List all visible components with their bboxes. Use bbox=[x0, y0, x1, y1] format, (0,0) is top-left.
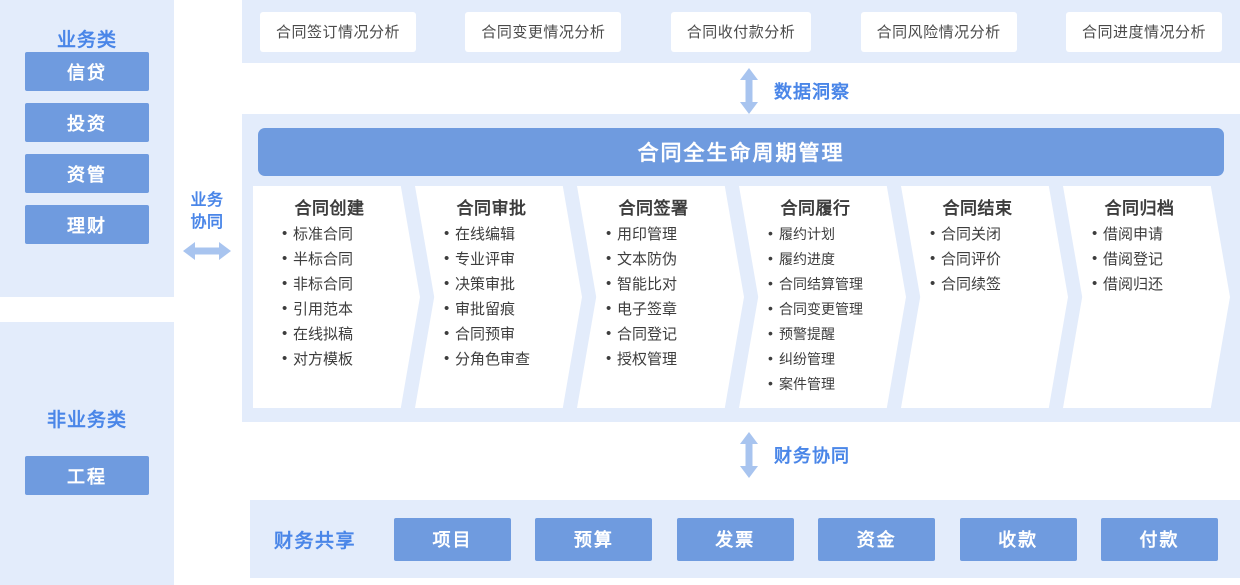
stage-item[interactable]: 分角色审查 bbox=[444, 346, 572, 372]
finance-button-receipts[interactable]: 收款 bbox=[959, 517, 1077, 561]
finance-shared-panel: 财务共享 项目 预算 发票 资金 收款 付款 bbox=[250, 500, 1240, 578]
double-arrow-vertical-icon bbox=[740, 68, 758, 114]
finance-button-project[interactable]: 项目 bbox=[394, 517, 512, 561]
stage-item[interactable]: 在线编辑 bbox=[444, 221, 572, 247]
stage-item[interactable]: 借阅登记 bbox=[1092, 246, 1220, 272]
data-insight-connector: 数据洞察 bbox=[738, 68, 850, 114]
stage-item[interactable]: 合同结算管理 bbox=[768, 271, 896, 297]
finance-shared-title: 财务共享 bbox=[274, 530, 357, 552]
stage-contract-archiving[interactable]: 合同归档 借阅申请 借阅登记 借阅归还 bbox=[1063, 186, 1230, 408]
stage-item[interactable]: 履约计划 bbox=[768, 221, 896, 247]
analysis-button-progress[interactable]: 合同进度情况分析 bbox=[1065, 11, 1222, 52]
sidebar-business-panel: 业务类 信贷 投资 资管 理财 bbox=[0, 0, 174, 297]
finance-button-invoice[interactable]: 发票 bbox=[676, 517, 794, 561]
stage-item[interactable]: 合同续签 bbox=[930, 271, 1058, 297]
stage-title: 合同归档 bbox=[1104, 199, 1175, 218]
stage-item[interactable]: 预警提醒 bbox=[768, 321, 896, 347]
stage-item-list: 在线编辑 专业评审 决策审批 审批留痕 合同预审 分角色审查 bbox=[415, 221, 582, 372]
stage-item[interactable]: 授权管理 bbox=[606, 346, 734, 372]
sidebar-item-credit[interactable]: 信贷 bbox=[25, 52, 149, 91]
stage-item[interactable]: 纠纷管理 bbox=[768, 346, 896, 372]
stage-item-list: 合同关闭 合同评价 合同续签 bbox=[901, 221, 1068, 297]
stage-item[interactable]: 合同评价 bbox=[930, 246, 1058, 272]
stage-item[interactable]: 借阅归还 bbox=[1092, 271, 1220, 297]
stage-item[interactable]: 对方模板 bbox=[282, 346, 410, 372]
stage-contract-approval[interactable]: 合同审批 在线编辑 专业评审 决策审批 审批留痕 合同预审 分角色审查 bbox=[415, 186, 582, 408]
sidebar-item-investment[interactable]: 投资 bbox=[25, 103, 149, 142]
stage-contract-performance[interactable]: 合同履行 履约计划 履约进度 合同结算管理 合同变更管理 预警提醒 纠纷管理 案… bbox=[739, 186, 906, 408]
stage-item-list: 标准合同 半标合同 非标合同 引用范本 在线拟稿 对方模板 bbox=[253, 221, 420, 372]
finance-button-payments[interactable]: 付款 bbox=[1100, 517, 1218, 561]
sidebar-item-asset-mgmt[interactable]: 资管 bbox=[25, 154, 149, 193]
stage-item[interactable]: 合同变更管理 bbox=[768, 296, 896, 322]
stage-item[interactable]: 在线拟稿 bbox=[282, 321, 410, 347]
lifecycle-header: 合同全生命周期管理 bbox=[258, 128, 1224, 176]
business-collaboration-label-line2: 协同 bbox=[190, 214, 224, 231]
finance-button-budget[interactable]: 预算 bbox=[535, 517, 653, 561]
double-arrow-vertical-icon bbox=[740, 432, 758, 478]
stage-item[interactable]: 合同登记 bbox=[606, 321, 734, 347]
analysis-toolbar: 合同签订情况分析 合同变更情况分析 合同收付款分析 合同风险情况分析 合同进度情… bbox=[242, 0, 1240, 63]
stage-item[interactable]: 合同预审 bbox=[444, 321, 572, 347]
sidebar-non-business-panel: 非业务类 工程 bbox=[0, 322, 174, 585]
finance-collaboration-connector: 财务协同 bbox=[738, 432, 850, 478]
stage-title: 合同履行 bbox=[780, 199, 851, 218]
sidebar-non-business-title: 非业务类 bbox=[46, 410, 127, 431]
stage-contract-signing[interactable]: 合同签署 用印管理 文本防伪 智能比对 电子签章 合同登记 授权管理 bbox=[577, 186, 744, 408]
stage-item[interactable]: 电子签章 bbox=[606, 296, 734, 322]
stage-item[interactable]: 非标合同 bbox=[282, 271, 410, 297]
stage-title: 合同结束 bbox=[942, 199, 1013, 218]
stage-item[interactable]: 引用范本 bbox=[282, 296, 410, 322]
stage-title: 合同创建 bbox=[294, 199, 365, 218]
finance-button-group: 项目 预算 发票 资金 收款 付款 bbox=[394, 517, 1218, 561]
finance-button-funds[interactable]: 资金 bbox=[818, 517, 936, 561]
stage-item[interactable]: 决策审批 bbox=[444, 271, 572, 297]
stage-item[interactable]: 用印管理 bbox=[606, 221, 734, 247]
lifecycle-panel: 合同全生命周期管理 合同创建 标准合同 半标合同 非标合同 引用范本 在线拟稿 … bbox=[242, 114, 1240, 422]
business-collaboration-label-line1: 业务 bbox=[190, 192, 224, 209]
stage-item-list: 用印管理 文本防伪 智能比对 电子签章 合同登记 授权管理 bbox=[577, 221, 744, 372]
analysis-button-risk[interactable]: 合同风险情况分析 bbox=[860, 11, 1017, 52]
sidebar-business-title: 业务类 bbox=[56, 30, 117, 51]
stage-item[interactable]: 履约进度 bbox=[768, 246, 896, 272]
sidebar-item-engineering[interactable]: 工程 bbox=[25, 456, 149, 495]
stage-title: 合同签署 bbox=[618, 199, 689, 218]
stage-item[interactable]: 智能比对 bbox=[606, 271, 734, 297]
analysis-button-change[interactable]: 合同变更情况分析 bbox=[465, 11, 622, 52]
stage-item[interactable]: 案件管理 bbox=[768, 371, 896, 397]
business-collaboration-connector: 业务 协同 bbox=[176, 190, 238, 262]
stage-contract-creation[interactable]: 合同创建 标准合同 半标合同 非标合同 引用范本 在线拟稿 对方模板 bbox=[253, 186, 420, 408]
stage-title: 合同审批 bbox=[456, 199, 527, 218]
stage-item[interactable]: 专业评审 bbox=[444, 246, 572, 272]
stage-item[interactable]: 文本防伪 bbox=[606, 246, 734, 272]
lifecycle-stages: 合同创建 标准合同 半标合同 非标合同 引用范本 在线拟稿 对方模板 合同审批 … bbox=[253, 186, 1230, 408]
stage-item-list: 履约计划 履约进度 合同结算管理 合同变更管理 预警提醒 纠纷管理 案件管理 bbox=[739, 221, 906, 397]
data-insight-label: 数据洞察 bbox=[774, 82, 850, 102]
stage-item-list: 借阅申请 借阅登记 借阅归还 bbox=[1063, 221, 1230, 297]
stage-item[interactable]: 标准合同 bbox=[282, 221, 410, 247]
stage-item[interactable]: 半标合同 bbox=[282, 246, 410, 272]
analysis-button-signing[interactable]: 合同签订情况分析 bbox=[260, 11, 417, 52]
sidebar-item-wealth[interactable]: 理财 bbox=[25, 205, 149, 244]
analysis-button-payment[interactable]: 合同收付款分析 bbox=[670, 11, 812, 52]
stage-contract-closure[interactable]: 合同结束 合同关闭 合同评价 合同续签 bbox=[901, 186, 1068, 408]
double-arrow-horizontal-icon bbox=[183, 242, 231, 260]
finance-collaboration-label: 财务协同 bbox=[774, 446, 850, 466]
stage-item[interactable]: 审批留痕 bbox=[444, 296, 572, 322]
stage-item[interactable]: 合同关闭 bbox=[930, 221, 1058, 247]
stage-item[interactable]: 借阅申请 bbox=[1092, 221, 1220, 247]
